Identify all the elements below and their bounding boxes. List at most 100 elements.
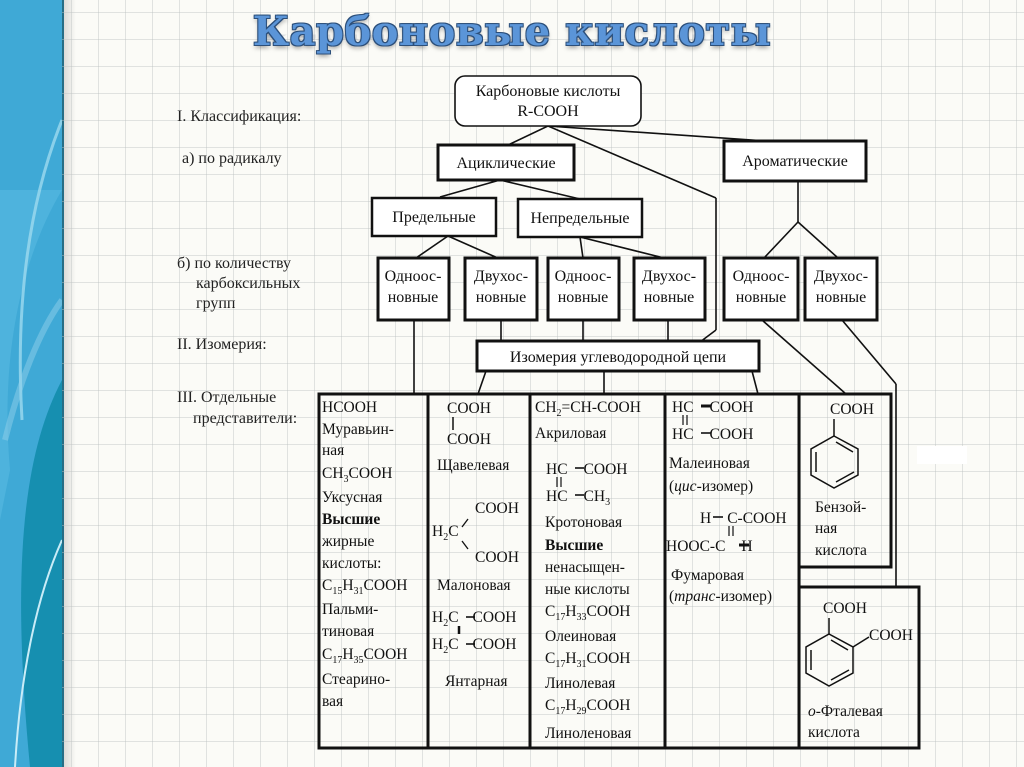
node-saturated-label: Предельные: [392, 209, 475, 226]
malonic-name: Малоновая: [437, 577, 510, 594]
arom-mono-l1: Одноос-: [733, 268, 790, 285]
node-sat-mono: Одноос- новные: [376, 256, 451, 322]
succinic-name: Янтарная: [445, 673, 508, 690]
node-unsat-di: Двухос- новные: [632, 256, 707, 322]
benzoic-name-1: Бензой-: [815, 499, 866, 516]
linolenic-formula: C17H29COOH: [545, 697, 630, 717]
unsat-di-l1: Двухос-: [642, 268, 696, 285]
unsat-di-l2: новные: [644, 289, 695, 306]
fumaric-isomer: (транс-изомер): [669, 588, 772, 605]
node-acyclic-label: Ациклические: [456, 155, 555, 172]
benzoic-name-2: ная: [815, 520, 837, 537]
benzene-ring-icon: [810, 419, 859, 489]
node-root-title: Карбоновые кислоты: [476, 83, 621, 100]
col-sat-mono: HCOOH Муравьин- ная CH3COOH Уксусная Выс…: [321, 399, 407, 710]
connector-lines: [413, 125, 897, 587]
node-saturated: [370, 196, 498, 238]
node-isomer-chain-label: Изомерия углеводородной цепи: [510, 349, 727, 366]
node-aromatic-label: Ароматические: [742, 153, 848, 170]
higher-unsat-bold: Высшие: [545, 537, 603, 554]
sidebar-shadow: [62, 0, 76, 767]
stearic-name-1: Стеарино-: [322, 671, 390, 688]
node-unsat-mono: Одноос- новные: [546, 256, 621, 322]
node-isomer-chain: [475, 339, 761, 373]
label-representatives-2: представители:: [193, 410, 297, 427]
col-arom-di: COOH COOH о-Фталевая кислота: [805, 600, 913, 741]
label-by-count-1: б) по количеству: [177, 255, 291, 272]
node-arom-di: Двухос- новные: [803, 256, 879, 322]
node-arom-mono: Одноос- новные: [722, 256, 800, 322]
label-by-radical: а) по радикалу: [182, 150, 282, 167]
node-root: [454, 75, 642, 127]
stearic-formula: C17H35COOH: [322, 646, 407, 666]
acrylic-formula: CH2=CH-COOH: [535, 399, 641, 419]
higher-fatty-3: кислоты:: [322, 555, 381, 572]
formic-formula: HCOOH: [322, 399, 377, 416]
higher-unsat-3: ные кислоты: [545, 581, 630, 598]
palmitic-name-2: тиновая: [322, 623, 374, 640]
oxalic-top: COOH: [447, 400, 491, 417]
benzoic-name-3: кислота: [815, 542, 867, 559]
arom-di-l1: Двухос-: [814, 268, 868, 285]
node-aromatic: [722, 139, 868, 183]
formic-name-1: Муравьин-: [322, 421, 394, 438]
sat-mono-l2: новные: [388, 289, 439, 306]
label-by-count-2: карбоксильных: [196, 275, 300, 292]
page-title: Карбоновые кислоты: [252, 8, 772, 55]
sat-di-l1: Двухос-: [474, 268, 528, 285]
phthalic-cooh-1: COOH: [823, 600, 867, 617]
label-representatives-1: III. Отдельные: [177, 389, 276, 406]
slide-sidebar-decoration: [0, 0, 64, 767]
benzoic-cooh: COOH: [830, 401, 874, 418]
label-by-count-3: групп: [196, 295, 236, 312]
representatives-grid: [317, 392, 921, 750]
formic-name-2: ная: [322, 442, 344, 459]
node-root-formula: R-COOH: [517, 103, 579, 120]
label-isomerism: II. Изомерия:: [177, 336, 267, 353]
higher-fatty-bold: Высшие: [322, 511, 380, 528]
label-classification: I. Классификация:: [177, 108, 301, 125]
phthalic-name-1: о-Фталевая: [808, 703, 883, 720]
higher-unsat-2: ненасыщен-: [545, 559, 625, 576]
oleic-name: Олеиновая: [545, 628, 616, 645]
acetic-formula: CH3COOH: [322, 465, 392, 485]
benzene-ring-icon: [805, 618, 870, 687]
palmitic-formula: C15H31COOH: [322, 577, 407, 597]
sidebar-swoosh-graphic: [0, 119, 62, 767]
crotonic-name: Кротоновая: [545, 514, 622, 531]
malonic-center: H2C: [432, 523, 459, 543]
malonic-top: COOH: [475, 500, 519, 517]
col-sat-di: COOH COOH Щавелевая COOH H2C COOH Малоно…: [432, 400, 519, 690]
palmitic-name-1: Пальми-: [322, 601, 378, 618]
oleic-formula: C17H33COOH: [545, 603, 630, 623]
col-arom-mono: COOH Бензой- ная кислота: [810, 401, 874, 559]
linolenic-name: Линоленовая: [545, 725, 631, 742]
arom-mono-l2: новные: [736, 289, 787, 306]
node-sat-di: Двухос- новные: [463, 256, 539, 322]
unsat-mono-l2: новные: [558, 289, 609, 306]
stearic-name-2: вая: [322, 693, 343, 710]
arom-di-l2: новные: [816, 289, 867, 306]
phthalic-cooh-2: COOH: [869, 627, 913, 644]
oxalic-bottom: COOH: [447, 431, 491, 448]
fumaric-name: Фумаровая: [671, 567, 744, 584]
linoleic-formula: C17H31COOH: [545, 650, 630, 670]
linoleic-name: Линолевая: [545, 675, 615, 692]
blank-patch: [917, 446, 967, 464]
node-unsaturated-label: Непредельные: [530, 210, 629, 227]
sat-mono-l1: Одноос-: [385, 268, 442, 285]
maleic-isomer: (цис-изомер): [669, 478, 753, 495]
higher-fatty-2: жирные: [321, 533, 374, 550]
unsat-mono-l1: Одноос-: [555, 268, 612, 285]
acetic-name: Уксусная: [322, 489, 382, 506]
